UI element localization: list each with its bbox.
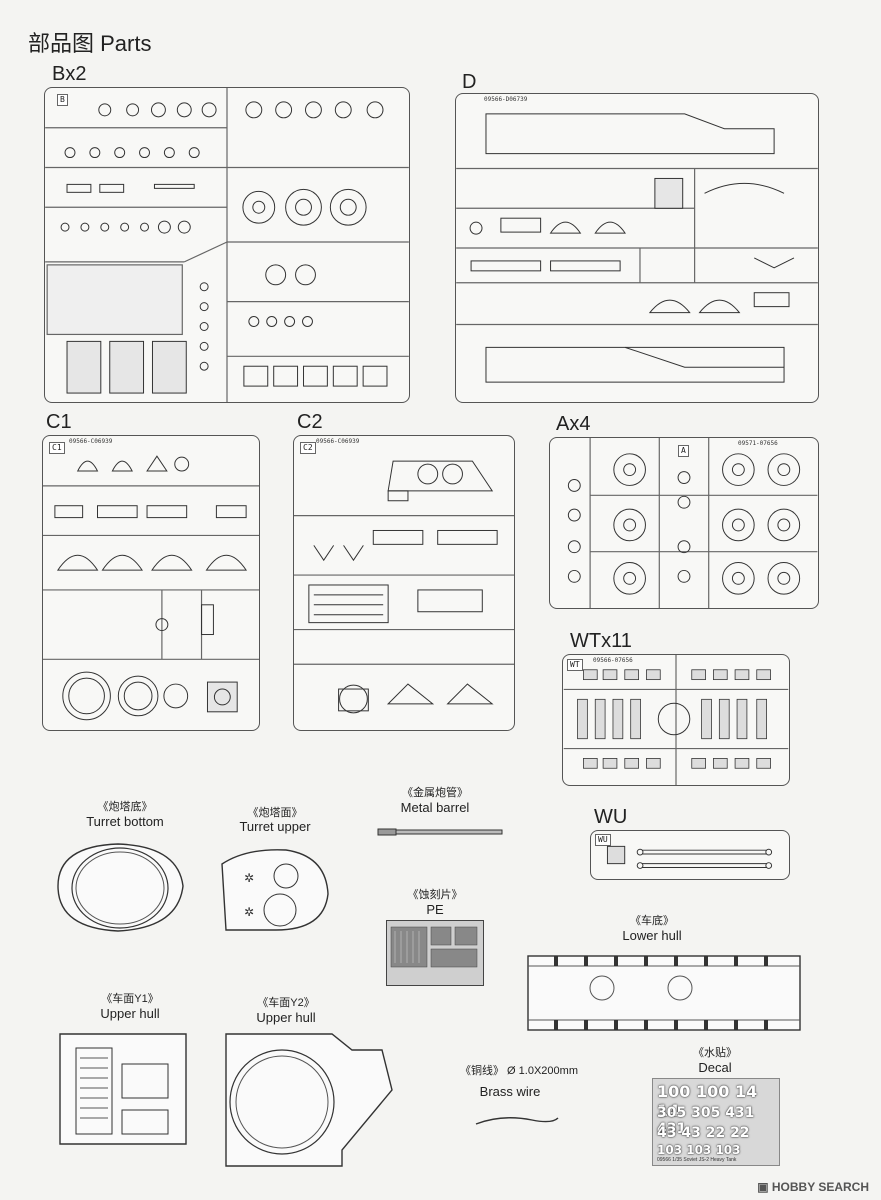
turret-upper-zh: 《炮塔面》	[247, 807, 303, 819]
upper-hull-y2-drawing	[225, 1033, 393, 1167]
sprue-code: 09566-07656	[593, 657, 633, 664]
sprue-label-ax4: Ax4	[556, 413, 591, 435]
sprue-label-c2: C2	[297, 411, 323, 433]
decal-row-4: 103 103 103	[657, 1143, 741, 1157]
sprue-label-bx2: Bx2	[52, 63, 87, 85]
sprue-wu: WU	[590, 830, 790, 880]
pe-zh: 《蚀刻片》	[407, 889, 463, 901]
sprue-label-d: D	[462, 71, 477, 93]
upper-hull-y1-en: Upper hull	[100, 1006, 160, 1021]
turret-bottom-zh: 《炮塔底》	[97, 801, 153, 813]
sprue-c1: C1 09566-C06939	[42, 435, 260, 731]
sprue-tag: C1	[49, 442, 65, 454]
sprue-tag: WT	[567, 659, 583, 671]
watermark: ▣ HOBBY SEARCH	[757, 1180, 869, 1194]
svg-text:✲: ✲	[244, 871, 254, 885]
sprue-code: 09566-C06939	[69, 438, 113, 445]
metal-barrel-zh: 《金属炮管》	[402, 787, 468, 799]
pe-fret	[386, 920, 484, 986]
lower-hull-zh: 《车底》	[630, 915, 674, 927]
upper-hull-y2-zh: 《车面Y2》	[257, 997, 315, 1009]
sprue-bx2-drawing	[45, 88, 409, 402]
sprue-code: 09566-C06939	[316, 438, 360, 445]
upper-hull-y1-zh: 《车面Y1》	[101, 993, 159, 1005]
sprue-bx2: B	[44, 87, 410, 403]
page-title: 部品图 Parts	[28, 31, 152, 56]
sprue-d-drawing	[456, 113, 818, 383]
sprue-label-c1: C1	[46, 411, 72, 433]
sprue-code: 09566-D06739	[484, 96, 528, 103]
turret-bottom-en: Turret bottom	[86, 814, 164, 829]
sprue-wtx11: WT 09566-07656	[562, 654, 790, 786]
sprue-ax4-drawing	[567, 438, 818, 608]
sprue-wtx11-drawing	[563, 655, 789, 785]
lower-hull-en: Lower hull	[622, 928, 682, 943]
decal-footer: 09566 1/35 Soviet JS-2 Heavy Tank	[657, 1157, 737, 1163]
sprue-ax4: 09571-07656 A	[549, 437, 819, 609]
decal-row-2: 305 305 431 431	[657, 1105, 755, 1137]
sprue-tag: B	[57, 94, 68, 106]
lower-hull-drawing	[527, 955, 801, 1031]
brass-wire-en: Brass wire	[479, 1084, 541, 1099]
sprue-label-wu: WU	[594, 806, 628, 828]
sprue-c2-drawing	[294, 460, 514, 714]
upper-hull-y1-drawing	[59, 1033, 187, 1145]
decal-sheet: 100 100 14 14 305 305 431 431 43 43 22 2…	[652, 1078, 780, 1166]
hobby-search-logo-icon: ▣	[757, 1180, 772, 1194]
brass-wire-drawing	[475, 1117, 559, 1125]
turret-upper-en: Turret upper	[239, 819, 311, 834]
decal-en: Decal	[698, 1060, 732, 1075]
pe-en: PE	[426, 902, 444, 917]
sprue-tag: WU	[595, 834, 611, 846]
sprue-label-wtx11: WTx11	[570, 630, 632, 652]
turret-upper-drawing: ✲ ✲	[221, 849, 329, 931]
decal-zh: 《水贴》	[693, 1047, 737, 1059]
metal-barrel-drawing	[377, 828, 503, 836]
upper-hull-y2-en: Upper hull	[256, 1010, 316, 1025]
sprue-wu-drawing	[606, 845, 773, 869]
brass-wire-zh: 《铜线》 Ø 1.0X200mm	[460, 1065, 578, 1077]
watermark-text: HOBBY SEARCH	[771, 1180, 869, 1194]
decal-row-1: 100 100 14 14	[657, 1082, 758, 1120]
metal-barrel-en: Metal barrel	[400, 800, 470, 815]
sprue-code: 09571-07656	[738, 440, 778, 447]
sprue-tag: A	[678, 445, 689, 457]
svg-text:✲: ✲	[244, 905, 254, 919]
sprue-tag: C2	[300, 442, 316, 454]
turret-bottom-drawing	[57, 843, 184, 932]
decal-row-3: 43 43 22 22	[657, 1125, 750, 1141]
sprue-d: 09566-D06739	[455, 93, 819, 403]
sprue-c2: C2 09566-C06939	[293, 435, 515, 731]
sprue-c1-drawing	[43, 455, 259, 721]
